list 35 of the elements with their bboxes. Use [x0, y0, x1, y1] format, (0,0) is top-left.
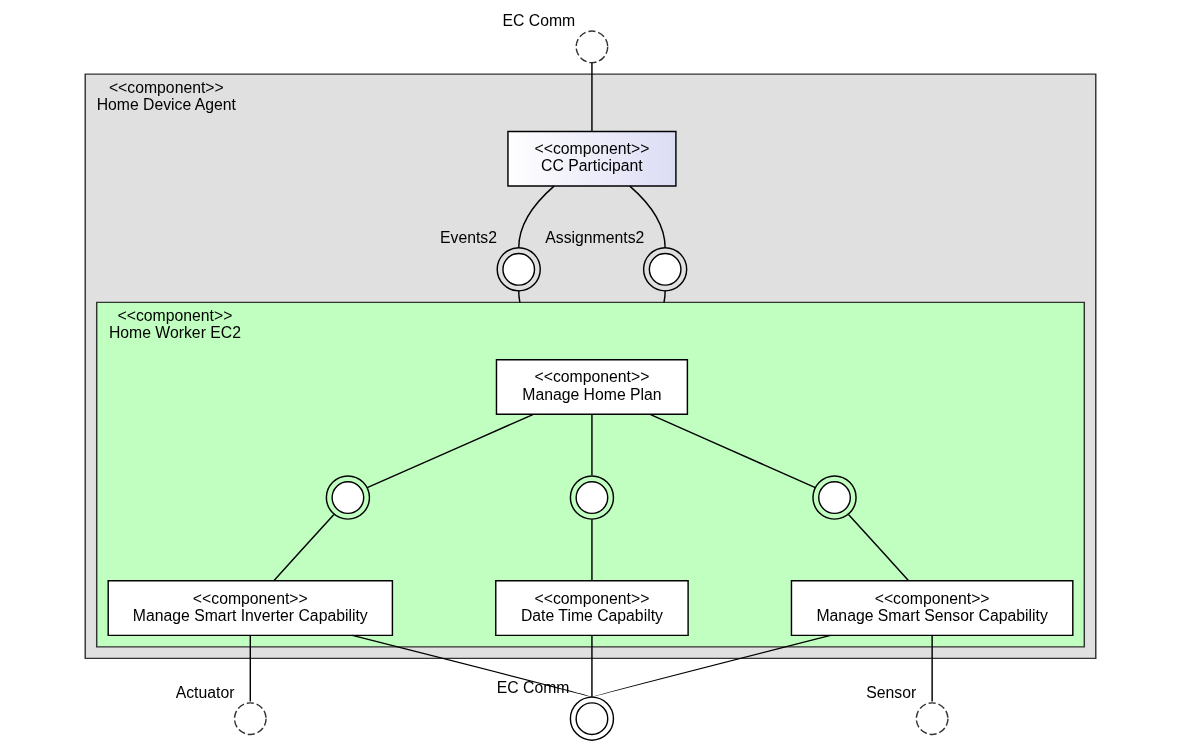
- node-label: Events2: [439, 229, 497, 247]
- connector: [351, 634, 593, 698]
- node-circle: [325, 475, 370, 520]
- node-label: Assignments2: [544, 229, 644, 247]
- node-circle: [811, 475, 857, 520]
- connector: [847, 513, 909, 582]
- node-circle: [495, 247, 541, 292]
- node-arc: [915, 702, 949, 736]
- node-circle: [642, 247, 687, 292]
- connector: [272, 513, 335, 582]
- connector: [517, 185, 555, 249]
- node-box: <<component>> Manage Smart Sensor Capability: [790, 580, 1074, 637]
- connector: [649, 413, 816, 489]
- node-label: Actuator: [175, 684, 234, 702]
- connector: [590, 413, 593, 477]
- node-arc: [233, 702, 267, 736]
- connector: [590, 634, 593, 698]
- connector: [930, 634, 933, 703]
- connector: [590, 634, 831, 698]
- node-box: <<component>> Manage Smart Inverter Capability: [106, 580, 393, 637]
- connector: [517, 290, 521, 304]
- connector: [249, 634, 251, 703]
- node-box: <<component>> Manage Home Plan: [495, 359, 688, 416]
- node-circle: [569, 475, 614, 520]
- node-label: Sensor: [865, 684, 916, 702]
- node-circle: [569, 696, 614, 741]
- node-arc: [574, 30, 608, 64]
- connector: [365, 413, 534, 489]
- node-box: <<component>> CC Participant: [506, 130, 677, 187]
- connector: [628, 185, 666, 249]
- node-label: EC Comm: [501, 12, 575, 30]
- connector: [662, 290, 666, 304]
- connector: [590, 61, 593, 132]
- node-box: <<component>> Date Time Capabilty: [494, 580, 689, 637]
- connector: [590, 518, 593, 582]
